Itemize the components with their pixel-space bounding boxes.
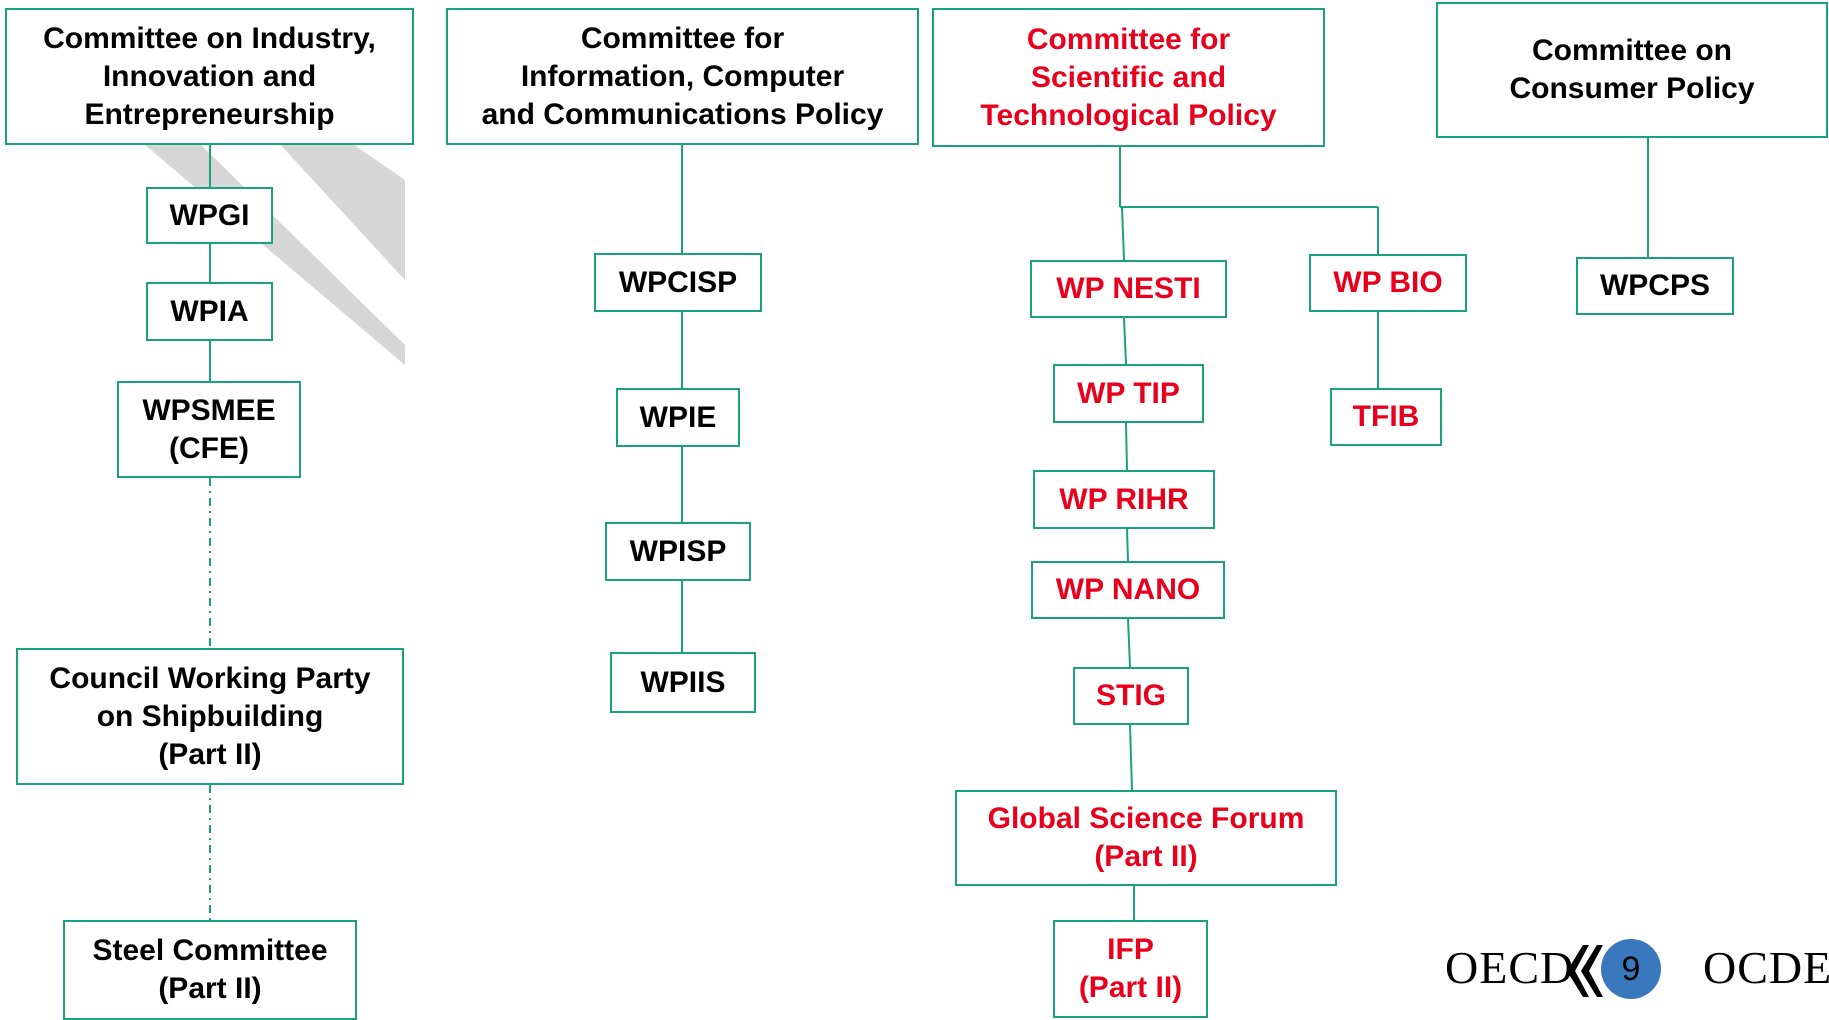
unit-wpsmee: WPSMEE (CFE) xyxy=(117,381,301,478)
committee-industry: Committee on Industry, Innovation and En… xyxy=(5,8,414,145)
unit-shipbuilding: Council Working Party on Shipbuilding (P… xyxy=(16,648,404,785)
unit-wpiis: WPIIS xyxy=(610,652,756,713)
unit-tfib: TFIB xyxy=(1330,388,1442,446)
connector-line xyxy=(1121,206,1125,261)
committee-consumer: Committee on Consumer Policy xyxy=(1436,2,1828,138)
unit-global-science-forum: Global Science Forum (Part II) xyxy=(955,790,1337,886)
unit-wpcisp: WPCISP xyxy=(594,253,762,312)
unit-wp-nano: WP NANO xyxy=(1031,561,1225,619)
unit-steel-committee: Steel Committee (Part II) xyxy=(63,920,357,1020)
connector-line xyxy=(1129,724,1133,791)
unit-wpie: WPIE xyxy=(616,388,740,447)
unit-wpisp: WPISP xyxy=(605,522,751,581)
connector-line xyxy=(1127,618,1131,668)
double-chevron-left-icon xyxy=(1567,945,1603,997)
unit-wp-nesti: WP NESTI xyxy=(1030,260,1227,318)
page-number-badge: 9 xyxy=(1601,939,1661,999)
committee-cstp: Committee for Scientific and Technologic… xyxy=(932,8,1325,147)
unit-ifp: IFP (Part II) xyxy=(1053,920,1208,1018)
logo-text-ocde: OCDE xyxy=(1703,942,1829,993)
oecd-logo: OECD 9 OCDE xyxy=(1445,935,1829,1005)
logo-text-oecd: OECD xyxy=(1445,942,1575,993)
unit-stig: STIG xyxy=(1073,667,1189,725)
connector-line xyxy=(1126,528,1129,562)
unit-wp-bio: WP BIO xyxy=(1309,254,1467,312)
unit-wpgi: WPGI xyxy=(146,187,273,244)
unit-wpia: WPIA xyxy=(146,282,273,341)
unit-wpcps: WPCPS xyxy=(1576,257,1734,315)
connector-line xyxy=(1125,422,1128,471)
unit-wp-rihr: WP RIHR xyxy=(1033,470,1215,529)
connector-line xyxy=(1123,317,1127,365)
unit-wp-tip: WP TIP xyxy=(1053,364,1204,423)
committee-iccp: Committee for Information, Computer and … xyxy=(446,8,919,145)
